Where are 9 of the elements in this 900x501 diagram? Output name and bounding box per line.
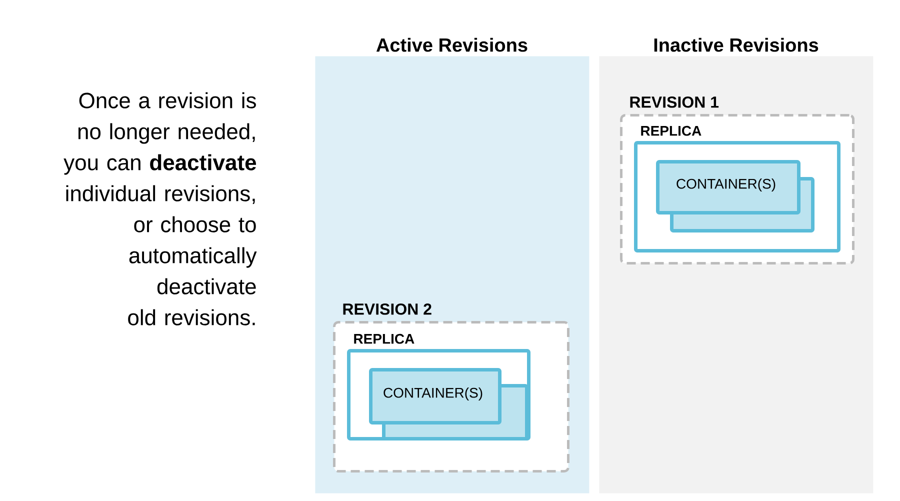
node-label: REVISION 1: [630, 96, 719, 108]
node-label: Active Revisions: [376, 38, 528, 52]
container-box: CONTAINER(S): [656, 160, 800, 214]
description-text: Once a revision is no longer needed, you can deactivate individual revisions, or choose to automatically deactivate old revisions.: [64, 92, 257, 326]
node-label: REPLICA: [354, 334, 414, 344]
node-label: REPLICA: [641, 126, 702, 136]
node-label: Inactive Revisions: [654, 38, 818, 52]
container-box: CONTAINER(S): [369, 368, 502, 424]
node-label: REVISION 2: [343, 303, 432, 315]
